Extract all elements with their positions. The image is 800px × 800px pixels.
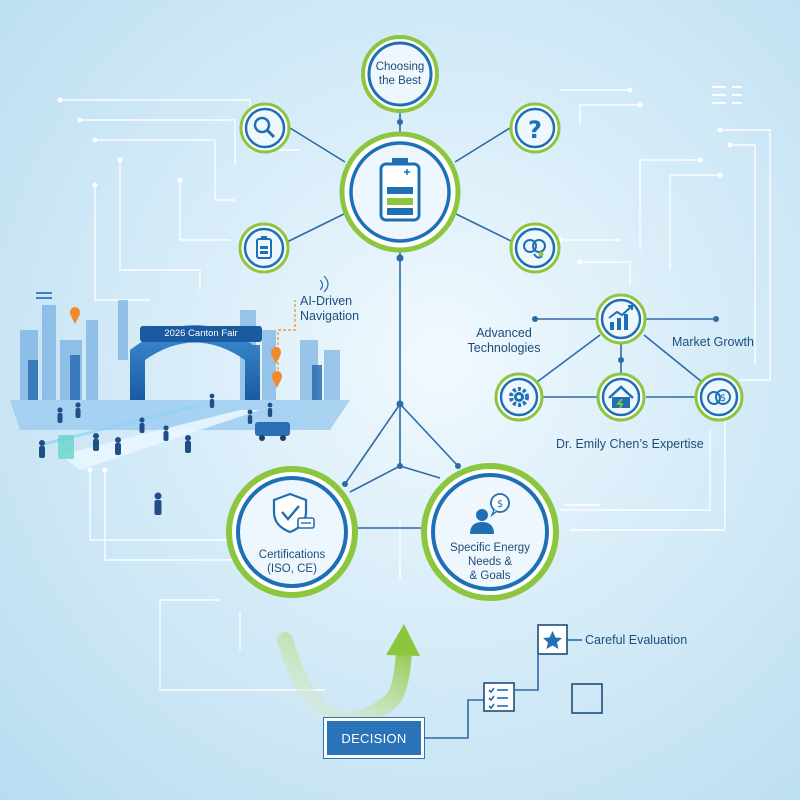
checklist-icon: [488, 687, 508, 710]
coins-icon: $: [707, 389, 731, 405]
advanced-line2: Technologies: [467, 341, 541, 355]
connector-lines: [286, 110, 716, 739]
ai-navigation-label: AI-Driven Navigation: [300, 294, 359, 324]
careful-evaluation-label: Careful Evaluation: [585, 633, 688, 647]
empty-box: [571, 683, 603, 714]
certifications-label: Certifications (ISO, CE): [242, 548, 342, 576]
ai-navigation-line2: Navigation: [300, 309, 360, 323]
battery-icon: [379, 158, 421, 222]
circuit-traces: [60, 89, 771, 691]
growth-chart-icon: [608, 305, 633, 330]
circuit-dots: [57, 87, 733, 473]
person-idea-icon: $: [470, 493, 510, 534]
star-icon: [543, 631, 562, 649]
dash-marks: [712, 86, 742, 104]
choosing-best-label: Choosing the Best: [362, 60, 438, 88]
energy-needs-label: Specific Energy Needs & & Goals: [440, 541, 540, 583]
house-node: [596, 372, 646, 422]
people-figures: [39, 393, 273, 515]
expertise-label: Dr. Emily Chen’s Expertise: [556, 437, 704, 451]
brain-node: [509, 222, 561, 274]
coins-node: $: [694, 372, 744, 422]
advanced-technologies-label: Advanced Technologies: [460, 326, 548, 356]
small-battery-icon: [256, 236, 272, 259]
eco-house-icon: [608, 385, 634, 409]
certifications-node: [226, 466, 358, 598]
checklist-box: [483, 682, 515, 712]
connector-dots: [342, 119, 719, 487]
energy-needs-line2: Needs &: [467, 556, 513, 568]
choosing-best-line1: Choosing: [375, 61, 425, 73]
energy-needs-node: $: [421, 463, 559, 601]
gear-node: [494, 372, 544, 422]
magnifier-node: [239, 102, 291, 154]
gear-icon: [509, 387, 529, 407]
magnifier-icon: [253, 116, 276, 139]
energy-needs-line3: & Goals: [469, 570, 511, 582]
canton-fair-illustration: [10, 275, 350, 515]
energy-needs-line1: Specific Energy: [450, 542, 530, 554]
choosing-best-line2: the Best: [378, 75, 422, 87]
curved-arrow: [277, 624, 420, 728]
svg-text:$: $: [497, 499, 503, 510]
question-node: ?: [509, 102, 561, 154]
ai-navigation-line1: AI-Driven: [300, 294, 353, 308]
advanced-line1: Advanced: [476, 326, 532, 340]
certifications-line2: (ISO, CE): [267, 563, 317, 575]
star-box: [537, 624, 568, 655]
node-choosing-best: [361, 35, 439, 113]
small-battery-node: [238, 222, 290, 274]
decision-button[interactable]: DECISION: [324, 718, 424, 758]
canton-fair-sign: 2026 Canton Fair: [164, 328, 238, 339]
certifications-line1: Certifications: [258, 549, 326, 561]
market-growth-label: Market Growth: [672, 335, 754, 349]
question-icon: ?: [528, 116, 542, 144]
hub-battery-node: [339, 131, 461, 253]
svg-text:$: $: [720, 393, 726, 404]
brain-icon: [523, 239, 546, 259]
growth-node: [595, 293, 647, 345]
shield-check-icon: [272, 492, 315, 534]
